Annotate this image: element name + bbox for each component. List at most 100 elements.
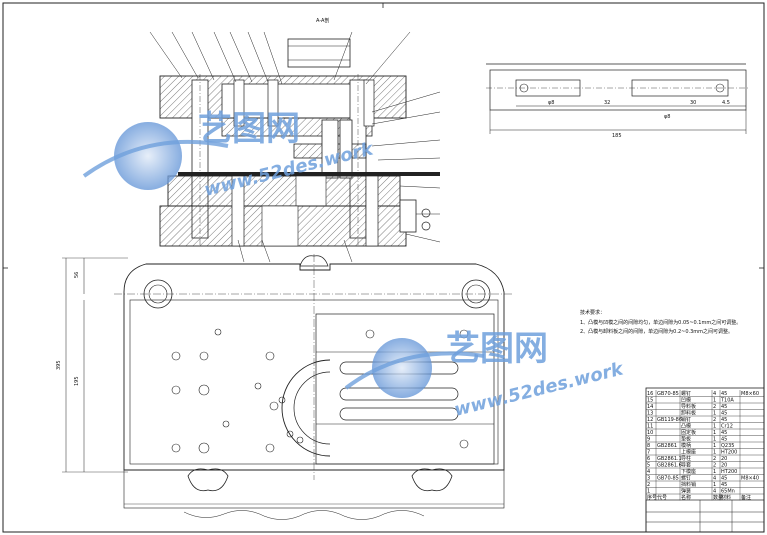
bom-cell: 10 bbox=[647, 430, 653, 436]
bom-cell: 4 bbox=[713, 475, 716, 481]
bom-cell: 20 bbox=[721, 462, 727, 468]
bom-header-cell: 材料 bbox=[721, 494, 731, 501]
bom-cell: 1 bbox=[713, 410, 716, 416]
bom-cell: 1 bbox=[713, 482, 716, 488]
bom-cell: 螺钉 bbox=[681, 474, 691, 481]
plan-dim-1: 56 bbox=[74, 272, 80, 278]
bom-cell: 1 bbox=[713, 423, 716, 429]
bom-cell: 11 bbox=[647, 423, 653, 429]
plan-dim-3: 395 bbox=[56, 360, 62, 370]
bom-cell: 14 bbox=[647, 404, 653, 410]
strip-dim-2: 32 bbox=[604, 100, 610, 106]
bom-cell: M8×40 bbox=[741, 475, 759, 481]
bom-cell: HT200 bbox=[721, 469, 737, 475]
strip-dim-total: 185 bbox=[612, 133, 622, 139]
bom-cell: 45 bbox=[721, 475, 727, 481]
strip-dim-1: φ8 bbox=[548, 100, 554, 106]
bom-cell: 45 bbox=[721, 391, 727, 397]
bom-header-cell: 代号 bbox=[657, 494, 667, 501]
bom-cell: 15 bbox=[647, 397, 653, 403]
notes-line-2: 2、凸模与卸料板之间的间隙，单边间隙为0.2~0.3mm之间可调整。 bbox=[580, 328, 733, 335]
bom-cell: 2 bbox=[713, 462, 716, 468]
bom-cell: 下模座 bbox=[681, 468, 696, 475]
bom-cell: 1 bbox=[713, 443, 716, 449]
bom-cell: 2 bbox=[713, 417, 716, 423]
bom-header-cell: 数量 bbox=[713, 494, 723, 501]
section-view: A-A剖 bbox=[149, 17, 441, 263]
bom-cell: T10A bbox=[720, 397, 734, 403]
plan-view: 56 195 395 bbox=[56, 254, 514, 520]
bom-cell: 1 bbox=[713, 449, 716, 455]
bom-cell: 8 bbox=[647, 443, 650, 449]
bom-cell: 模柄 bbox=[681, 442, 691, 449]
bom-cell: 45 bbox=[721, 417, 727, 423]
bom-cell: GB2861.1 bbox=[657, 456, 682, 462]
bom-cell: 2 bbox=[713, 404, 716, 410]
bom-cell: 7 bbox=[647, 449, 650, 455]
bom-cell: 凹模 bbox=[681, 396, 691, 403]
bom-cell: Q235 bbox=[721, 443, 734, 449]
bom-cell: 垫板 bbox=[681, 435, 691, 442]
bom-cell: 1 bbox=[713, 436, 716, 442]
bom-cell: M8×60 bbox=[741, 391, 759, 397]
watermark-cn-right: 艺图网 bbox=[446, 329, 548, 369]
bom-cell: HT200 bbox=[721, 449, 737, 455]
bom-cell: 凸模 bbox=[681, 422, 691, 429]
bom-cell: 13 bbox=[647, 410, 653, 416]
bom-cell: 挡料销 bbox=[681, 481, 696, 488]
bom-cell: 卸料板 bbox=[681, 409, 696, 416]
bom-cell: GB119-86 bbox=[657, 417, 682, 423]
bom-cell: GB70-85 bbox=[657, 475, 679, 481]
bom-cell: 导料板 bbox=[681, 403, 696, 410]
section-label: A-A剖 bbox=[316, 17, 329, 24]
bom-cell: 45 bbox=[721, 410, 727, 416]
bom-cell: 固定板 bbox=[681, 429, 696, 436]
bom-cell: GB70-85 bbox=[657, 391, 679, 397]
bom-header-cell: 备注 bbox=[741, 494, 751, 501]
notes-title: 技术要求： bbox=[580, 309, 605, 316]
strip-dim-4: 30 bbox=[690, 100, 696, 106]
bom-cell: 4 bbox=[713, 488, 716, 494]
bom-cell: 1 bbox=[713, 397, 716, 403]
watermark-right: 艺图网 www.52des.work bbox=[344, 329, 626, 421]
bom-header-cell: 名称 bbox=[681, 494, 691, 501]
bom-cell: 1 bbox=[713, 430, 716, 436]
bom-cell: 16 bbox=[647, 391, 653, 397]
plan-dim-2: 195 bbox=[74, 376, 80, 386]
bom-cell: 6 bbox=[647, 456, 650, 462]
notes-line-1: 1、凸模与凹模之间的间隙均匀，单边间隙为0.05~0.1mm之间可调整。 bbox=[580, 319, 741, 326]
technical-notes: 技术要求： 1、凸模与凹模之间的间隙均匀，单边间隙为0.05~0.1mm之间可调… bbox=[580, 309, 741, 335]
bom-cell: GB2861 bbox=[657, 443, 677, 449]
bom-cell: 12 bbox=[647, 417, 653, 423]
bom-cell: 5 bbox=[647, 462, 650, 468]
bom-cell: 45 bbox=[721, 482, 727, 488]
bom-cell: 导套 bbox=[681, 461, 691, 468]
bom-cell: 20 bbox=[721, 456, 727, 462]
bom-cell: 1 bbox=[713, 469, 716, 475]
bom-cell: 2 bbox=[647, 482, 650, 488]
bom-cell: 1 bbox=[647, 488, 650, 494]
strip-layout: φ8 32 φ8 30 4.5 185 bbox=[486, 63, 750, 139]
bom-cell: 3 bbox=[647, 475, 650, 481]
bom-cell: GB2861.6 bbox=[657, 462, 682, 468]
bom-cell: 上模座 bbox=[681, 448, 696, 455]
bom-cell: 65Mn bbox=[721, 488, 735, 494]
bom-cell: 4 bbox=[713, 391, 716, 397]
bom-cell: 45 bbox=[721, 436, 727, 442]
bom-cell: 弹簧 bbox=[681, 487, 691, 494]
bom-cell: 45 bbox=[721, 430, 727, 436]
bom-cell: 2 bbox=[713, 456, 716, 462]
bom-cell: 9 bbox=[647, 436, 650, 442]
bom-cell: 导柱 bbox=[681, 455, 691, 462]
bom-cell: 4 bbox=[647, 469, 650, 475]
bom-cell: 销钉 bbox=[681, 416, 691, 423]
strip-dim-3: φ8 bbox=[664, 114, 670, 120]
bom-cell: 螺钉 bbox=[681, 390, 691, 397]
watermark-cn-left: 艺图网 bbox=[198, 109, 300, 149]
bom-cell: 45 bbox=[721, 404, 727, 410]
strip-dim-5: 4.5 bbox=[722, 100, 730, 106]
bom-header-cell: 序号 bbox=[647, 494, 657, 501]
